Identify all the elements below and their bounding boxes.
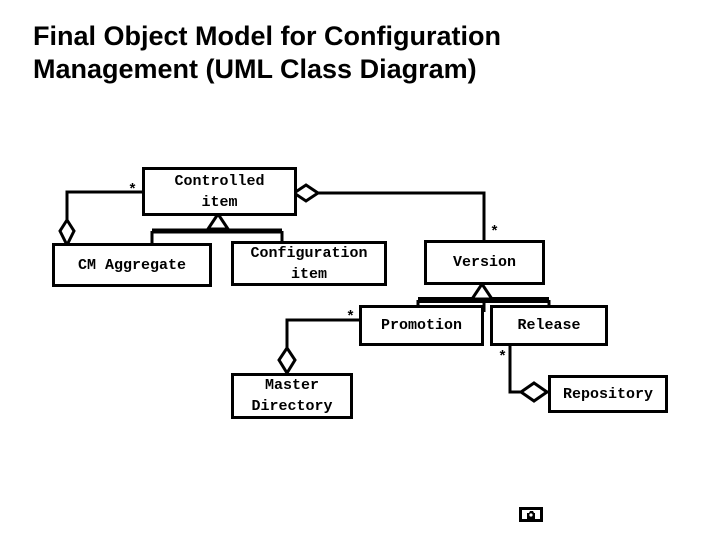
multiplicity-label-version-top: *: [490, 224, 500, 241]
class-box-master-directory[interactable]: Master Directory: [231, 373, 353, 419]
class-box-release[interactable]: Release: [490, 305, 608, 346]
page-title-line-1: Final Object Model for Configuration: [33, 21, 501, 51]
class-box-cm-aggregate[interactable]: CM Aggregate: [52, 243, 212, 287]
generalization-triangle-controlled-item: [205, 211, 231, 231]
edge-release-repository: [508, 346, 548, 394]
page-title-line-2: Management (UML Class Diagram): [33, 54, 477, 84]
class-box-repository[interactable]: Repository: [548, 375, 668, 413]
aggregation-diamond-repository: [518, 381, 550, 403]
multiplicity-label-promotion-left: *: [346, 309, 356, 326]
multiplicity-label-release-bottom: *: [498, 349, 508, 366]
class-box-controlled-item[interactable]: Controlled item: [142, 167, 297, 216]
generalization-triangle-version: [469, 281, 495, 301]
page-title: Final Object Model for Configuration Man…: [33, 20, 693, 86]
edge-controlled-item-cm-aggregate: [65, 190, 142, 222]
class-box-version[interactable]: Version: [424, 240, 545, 285]
camera-icon: [519, 507, 543, 522]
edge-promotion-master-directory: [285, 318, 359, 373]
class-box-promotion[interactable]: Promotion: [359, 305, 484, 346]
aggregation-diamond-master-directory: [277, 345, 297, 376]
aggregation-diamond-cm-aggregate: [58, 217, 76, 249]
edge-controlled-item-version: [318, 191, 486, 240]
multiplicity-label-controlled-item-left: *: [128, 182, 138, 199]
aggregation-diamond-controlled-item-right: [291, 183, 321, 203]
class-box-configuration-item[interactable]: Configuration item: [231, 241, 387, 286]
